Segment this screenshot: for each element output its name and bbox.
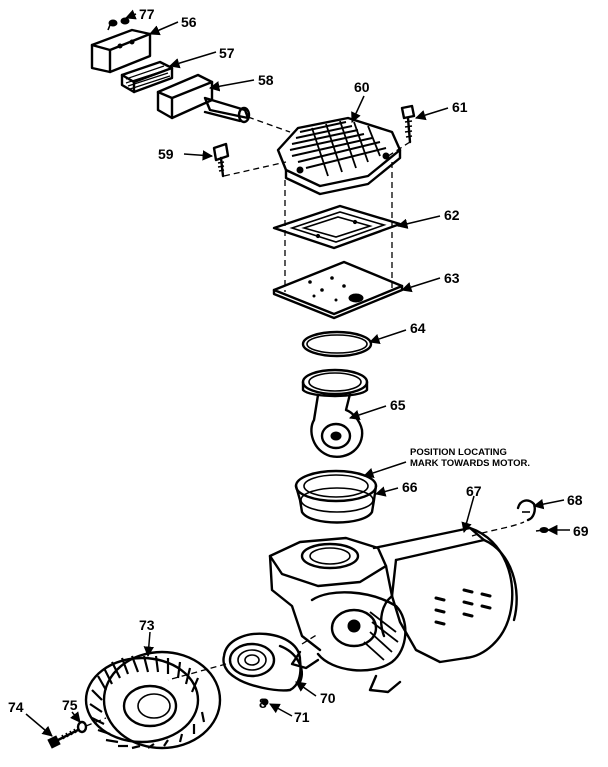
callout-74: 74: [8, 699, 24, 715]
callout-60: 60: [354, 79, 370, 95]
note-line-2: MARK TOWARDS MOTOR.: [410, 458, 530, 469]
callout-75: 75: [62, 697, 78, 713]
callout-64: 64: [410, 320, 426, 336]
alignment-line: [85, 717, 107, 727]
callout-70: 70: [320, 690, 336, 706]
part-61-bolt: [400, 104, 416, 144]
callout-8: 8: [259, 695, 267, 711]
callout-68: 68: [567, 492, 583, 508]
callout-73: 73: [139, 617, 155, 633]
callout-58: 58: [258, 72, 274, 88]
part-73-fan-shroud: [84, 650, 222, 750]
callout-56: 56: [181, 14, 197, 30]
part-56-filter-cover: [90, 28, 152, 74]
part-68-clip: [516, 499, 536, 522]
part-75-washer: [76, 720, 88, 734]
callout-62: 62: [444, 207, 460, 223]
part-62-gasket: [272, 204, 402, 250]
callout-77: 77: [139, 6, 155, 22]
alignment-line: [247, 116, 291, 133]
callout-57: 57: [219, 45, 235, 61]
part-69-screw: [535, 527, 549, 533]
part-71-key: [261, 698, 269, 706]
part-65-connecting-rod: [301, 368, 369, 458]
callout-59: 59: [158, 146, 174, 162]
part-74-screw: [47, 728, 80, 749]
part-67-motor-crankcase: [268, 526, 518, 694]
callout-66: 66: [402, 479, 418, 495]
part-66-cylinder-sleeve: [294, 469, 378, 524]
callout-63: 63: [444, 270, 460, 286]
callout-61: 61: [452, 99, 468, 115]
leader-lines: [25, 9, 570, 737]
part-58-intake-housing: [156, 73, 251, 124]
alignment-line: [471, 521, 525, 537]
alignment-line: [223, 161, 287, 177]
part-64-o-ring: [301, 330, 373, 358]
part-60-cylinder-head: [276, 116, 402, 196]
alignment-line: [301, 633, 319, 645]
callout-69: 69: [573, 523, 589, 539]
part-57-filter-element: [120, 60, 174, 94]
callout-71: 71: [294, 709, 310, 725]
callout-labels: 77 56 57 58 59 60 61 62 63 64 65 66 67 6…: [8, 6, 589, 725]
assembly-note: POSITION LOCATING MARK TOWARDS MOTOR.: [410, 447, 530, 469]
part-70-fan-hub: [222, 632, 303, 692]
callout-65: 65: [390, 397, 406, 413]
part-63-valve-plate: [272, 260, 404, 320]
part-59-bolt: [212, 142, 230, 178]
part-77-screws: [107, 17, 130, 31]
note-line-1: POSITION LOCATING: [410, 447, 507, 458]
callout-67: 67: [466, 483, 482, 499]
